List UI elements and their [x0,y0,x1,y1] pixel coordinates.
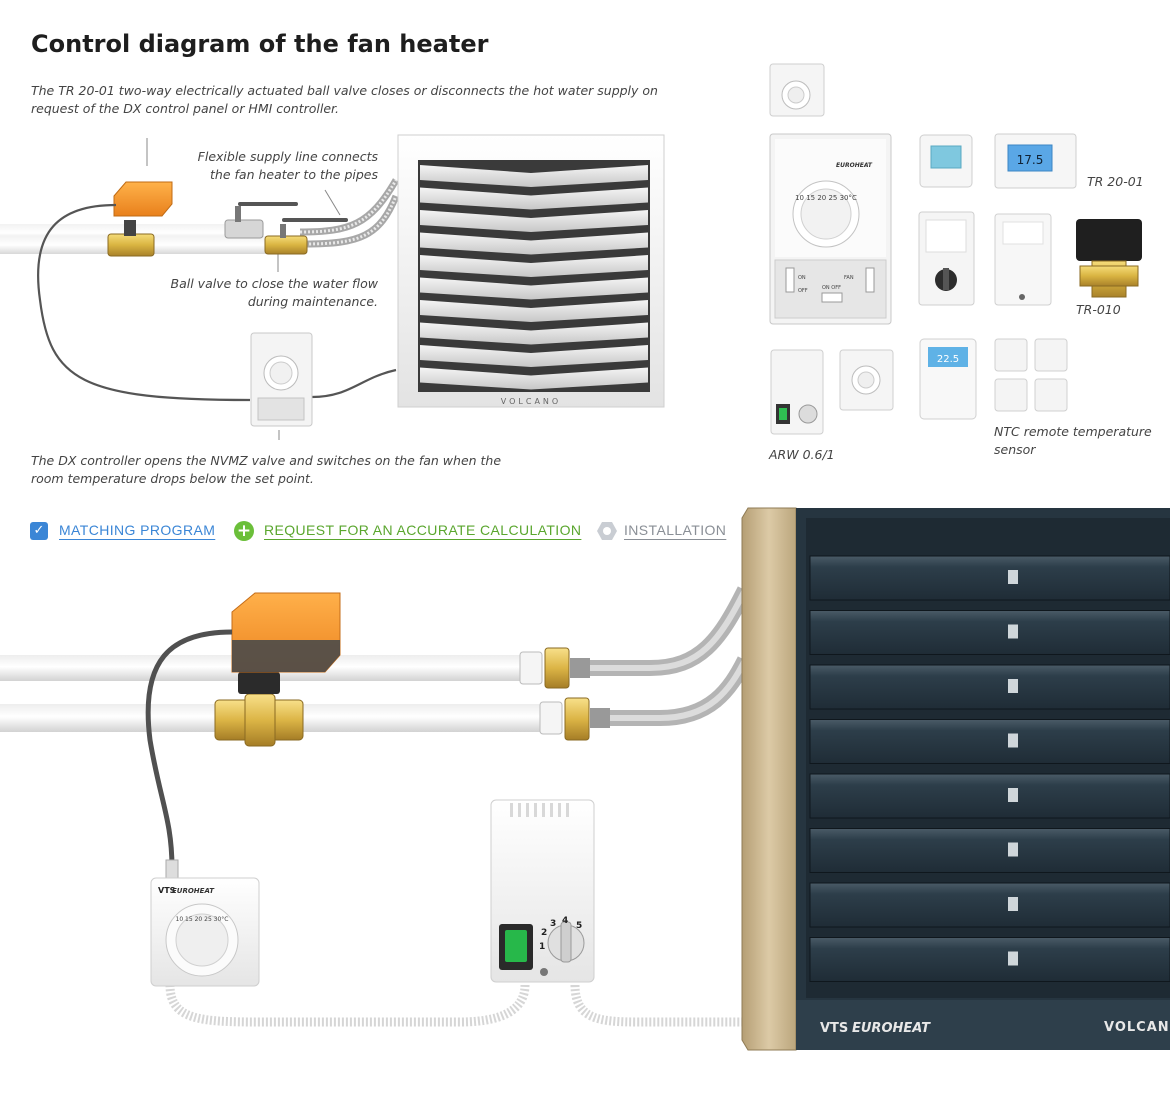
heater-small-louvers [420,165,648,390]
dx-large-onoff: ON OFF [822,285,841,291]
cable-controller-to-heater [311,368,397,399]
louver-large [809,610,1170,655]
louver-small [420,165,648,187]
product-digital-room-unit[interactable]: 22.5 [919,338,977,420]
heater-model: VOLCAN [1104,1020,1170,1035]
louver-clip [1008,679,1018,693]
small-diagram: VOLCANO [0,134,665,440]
louver-clip [1008,951,1018,966]
check-icon: ✓ [30,522,48,540]
louver-large [809,719,1170,764]
dx-large-off: OFF [798,288,808,294]
dx-large-scale: 10 15 20 25 30°C [795,194,857,202]
dx-large-on: ON [798,275,806,281]
speed-label-1: 1 [539,942,545,952]
product-programmable-thermostat[interactable]: 17.5 [994,133,1077,189]
thermostat-scale: 10 15 20 25 30°C [176,916,229,923]
louver-large [809,555,1170,601]
heater-small-brand: VOLCANO [501,397,561,406]
louver-clip [1008,842,1018,857]
fitting-lower [539,697,610,741]
ball-valve-caption: Ball valve to close the water flow durin… [150,275,378,311]
installation-link[interactable]: INSTALLATION [624,522,727,538]
product-speed-controller[interactable] [918,211,975,306]
speed-label-2: 2 [541,928,547,938]
actuated-valve-small [107,181,173,257]
product-gallery: EUROHEAT 10 15 20 25 30°C ON OFF FAN ON … [768,63,1152,462]
dx-large-brand: EUROHEAT [836,162,873,169]
ball-valve-caption-line1: Ball valve to close the water flow [170,276,378,291]
louver-large [809,882,1170,928]
louver-large [809,828,1170,873]
product-dx-controller-large[interactable]: EUROHEAT 10 15 20 25 30°C ON OFF FAN ON … [769,133,892,325]
louver-large [809,773,1170,819]
product-tr010-actuator[interactable] [1076,219,1142,298]
matching-program-link[interactable]: MATCHING PROGRAM [59,522,216,538]
heater-vts: VTS [820,1021,848,1036]
flexible-line-caption-line2: the fan heater to the pipes [210,167,378,182]
thermostat-brand: EUROHEAT [172,887,215,895]
louver-small [420,210,648,232]
lcd-readout-2: 22.5 [937,354,959,365]
label-ntc-line1: NTC remote temperature [994,424,1152,439]
room-thermostat-large: VTS EUROHEAT 10 15 20 25 30°C [150,877,260,987]
plus-icon: + [234,521,254,541]
thermostat-vts: VTS [158,886,176,895]
lcd-readout-1: 17.5 [1017,153,1044,167]
label-tr010: TR-010 [1076,302,1121,317]
flexible-line-caption: Flexible supply line connects the fan he… [160,148,378,184]
cable-valve-to-controller [37,203,251,402]
large-diagram: VTS EUROHEAT 10 15 20 25 30°C 1 2 3 4 5 … [0,507,1170,1051]
valve-caption: The TR 20-01 two-way electrically actuat… [31,83,658,116]
product-thermostat-wired[interactable] [839,349,894,411]
louver-small [420,277,648,300]
louver-small [420,367,648,390]
louver-clip [1008,788,1018,802]
product-arw-controller[interactable] [770,349,824,435]
cable-valve-to-thermostat [145,629,233,869]
louver-large [809,937,1170,982]
ball-valve-upper [224,202,298,239]
louver-clip [1008,624,1018,639]
dx-large-fan: FAN [844,275,854,281]
label-arw: ARW 0.6/1 [768,447,835,462]
label-tr2001: TR 20-01 [1087,174,1144,189]
flexible-line-caption-line1: Flexible supply line connects [197,149,378,164]
label-ntc-line2: sensor [994,442,1036,457]
louver-small [420,187,648,210]
request-calculation-link[interactable]: REQUEST FOR AN ACCURATE CALCULATION [264,522,582,538]
heater-large-louvers [809,555,1170,982]
louver-clip [1008,733,1018,748]
dx-controller-caption: The DX controller opens the NVMZ valve a… [31,453,502,486]
conduit-controller-to-heater [570,984,745,1027]
actuated-valve-large [214,592,341,747]
louver-clip [1008,897,1018,911]
speed-controller-large: 1 2 3 4 5 [490,799,595,983]
fitting-upper [519,647,590,689]
ball-valve-lower [264,218,348,255]
louver-small [420,345,648,367]
product-white-box[interactable] [994,213,1052,306]
louver-large [809,664,1170,710]
louver-small [420,322,648,345]
flexline-pointer-line [324,189,341,216]
louver-small [420,255,648,277]
conduit-thermostat-to-controller [165,984,530,1027]
product-thermostat-small[interactable] [769,63,825,117]
speed-label-3: 3 [550,919,556,929]
page-title: Control diagram of the fan heater [31,30,489,58]
louver-small [420,300,648,322]
heater-brand: EUROHEAT [852,1021,931,1036]
louver-small [420,232,648,255]
ball-valve-caption-line2: during maintenance. [247,294,378,309]
product-ntc-sensors[interactable] [994,338,1068,412]
speed-label-4: 4 [562,916,568,926]
speed-label-5: 5 [576,921,582,931]
product-lcd-thermostat[interactable] [919,134,973,188]
hex-nut-icon [597,522,617,540]
dx-controller-small [250,332,313,427]
louver-clip [1008,570,1018,584]
